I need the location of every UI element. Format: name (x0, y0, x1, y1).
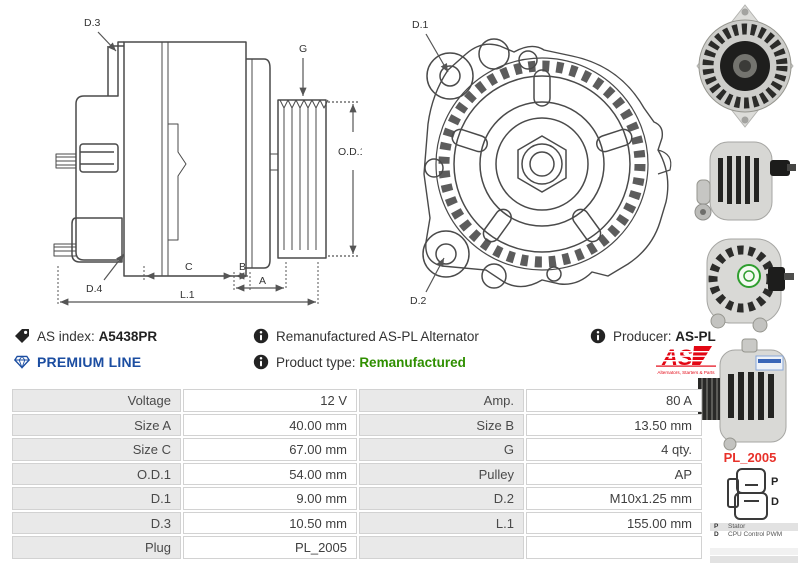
spec-label: Pulley (359, 462, 524, 485)
dim-label-od1: O.D.1 (338, 146, 362, 158)
dim-label-d3: D.3 (84, 17, 101, 29)
producer: Producer: AS-PL (590, 328, 716, 344)
dim-label-c: C (185, 261, 193, 273)
spec-label: Size C (12, 438, 181, 461)
front-view-diagram: D.1 D.2 (410, 19, 672, 307)
spec-value: M10x1.25 mm (526, 487, 702, 510)
as-pl-logo: AS Alternators, Starters & Parts (654, 345, 718, 375)
spec-label: D.1 (12, 487, 181, 510)
dim-label-d2: D.2 (410, 295, 427, 307)
legend-pin: D (714, 531, 719, 538)
info-icon (253, 354, 269, 370)
spec-value: 80 A (526, 389, 702, 412)
spec-value: 155.00 mm (526, 511, 702, 534)
spec-value: 40.00 mm (183, 413, 357, 436)
as-index-label: AS index: (37, 328, 95, 344)
product-type-label: Product type: (276, 354, 356, 370)
info-icon (590, 328, 606, 344)
product-photo-rear[interactable] (692, 233, 798, 333)
spec-value (526, 536, 702, 559)
spec-label: O.D.1 (12, 462, 181, 485)
legend-empty-row (710, 548, 798, 555)
spec-value: 10.50 mm (183, 511, 357, 534)
plug-pin-p: P (771, 476, 778, 488)
spec-value: 54.00 mm (183, 462, 357, 485)
spec-value: 13.50 mm (526, 413, 702, 436)
info-icon (253, 328, 269, 344)
premium-line-label: PREMIUM LINE (37, 354, 142, 370)
plug-name: PL_2005 (723, 450, 777, 465)
product-photo-side-pulley[interactable] (690, 336, 800, 454)
dim-label-a: A (259, 275, 266, 287)
spec-value: AP (526, 462, 702, 485)
product-type: Product type: Remanufactured (253, 354, 466, 370)
spec-label: Plug (12, 536, 181, 559)
spec-label: D.2 (359, 487, 524, 510)
plug-pin-d: D (771, 496, 779, 508)
spec-label (359, 536, 524, 559)
legend-row: P Stator (710, 523, 798, 531)
legend-row: D CPU Control PWM (710, 531, 798, 539)
as-index: AS index: A5438PR (14, 328, 157, 344)
plug-diagram: P D (727, 468, 779, 520)
spec-value: 12 V (183, 389, 357, 412)
spec-table: Voltage 12 V Amp. 80 A Size A 40.00 mm S… (12, 389, 702, 559)
spec-label: Voltage (12, 389, 181, 412)
product-photo-side-plug[interactable] (692, 132, 798, 231)
dim-label-g: G (299, 43, 307, 55)
legend-empty-row (710, 556, 798, 563)
legend-desc: CPU Control PWM (728, 531, 783, 538)
logo-tagline: Alternators, Starters & Parts (657, 370, 715, 375)
spec-label: Size A (12, 413, 181, 436)
plug-legend: P Stator D CPU Control PWM (710, 523, 798, 563)
diamond-icon (14, 355, 30, 369)
spec-value: 9.00 mm (183, 487, 357, 510)
description-text: Remanufactured AS-PL Alternator (276, 328, 479, 344)
legend-desc: Stator (728, 523, 746, 530)
dim-label-l1: L.1 (180, 289, 195, 301)
spec-label: L.1 (359, 511, 524, 534)
spec-value: 67.00 mm (183, 438, 357, 461)
premium-line-badge: PREMIUM LINE (14, 354, 141, 370)
product-description: Remanufactured AS-PL Alternator (253, 328, 479, 344)
product-photo-front[interactable] (692, 2, 798, 130)
legend-pin: P (714, 523, 719, 530)
as-index-value: A5438PR (98, 328, 158, 344)
producer-value: AS-PL (675, 328, 716, 344)
dim-label-d1: D.1 (412, 19, 429, 31)
spec-label: D.3 (12, 511, 181, 534)
spec-label: G (359, 438, 524, 461)
product-type-value: Remanufactured (359, 354, 466, 370)
dim-label-b: B (239, 261, 246, 273)
producer-label: Producer: (613, 328, 672, 344)
side-view-diagram: D.3 G O.D.1 D.4 C B A L.1 (53, 17, 362, 306)
spec-label: Size B (359, 413, 524, 436)
spec-value: 4 qty. (526, 438, 702, 461)
tag-icon (15, 329, 29, 343)
spec-label: Amp. (359, 389, 524, 412)
dim-label-d4: D.4 (86, 283, 103, 295)
spec-value: PL_2005 (183, 536, 357, 559)
